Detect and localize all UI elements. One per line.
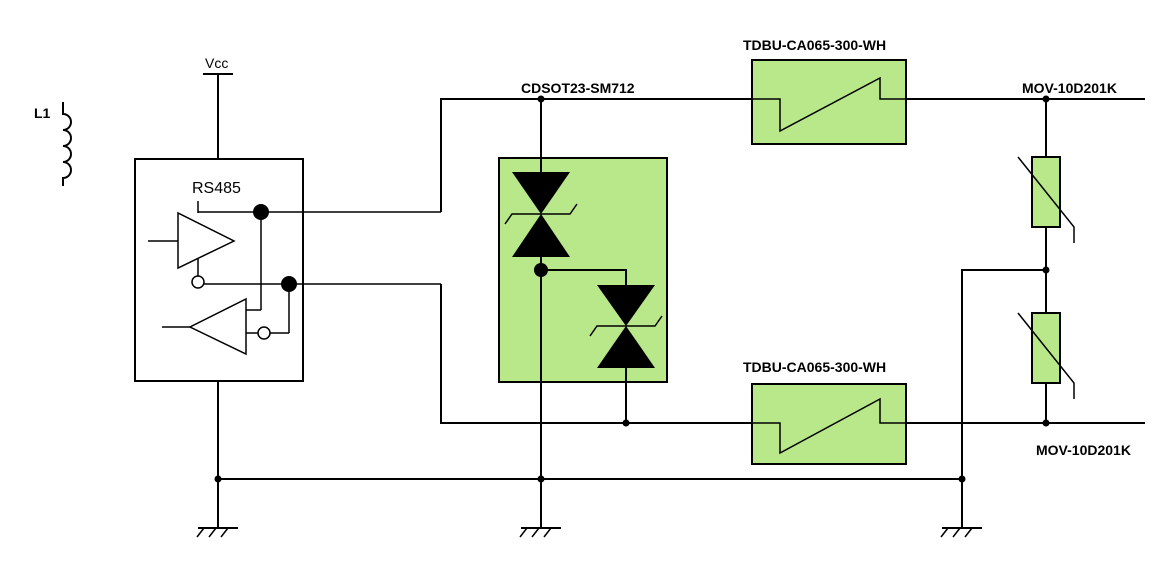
tvs-diode-lower xyxy=(597,326,655,368)
junction-dot xyxy=(1042,266,1050,274)
mov-top-label: MOV-10D201K xyxy=(1022,80,1117,96)
tbu-top-label: TDBU-CA065-300-WH xyxy=(743,37,886,53)
mov-bottom: MOV-10D201K xyxy=(1017,312,1131,458)
ground-symbol xyxy=(519,527,561,538)
inductor-l1: L1 xyxy=(34,102,72,186)
ground-bus xyxy=(214,381,966,528)
tvs-diode-lower xyxy=(597,285,655,326)
tbu-bottom: TDBU-CA065-300-WH xyxy=(743,359,907,465)
ground-symbol xyxy=(196,527,238,538)
mov-bottom-label: MOV-10D201K xyxy=(1036,442,1131,458)
junction-dot xyxy=(537,475,545,483)
tvs-diode-upper xyxy=(512,214,570,257)
junction-dot xyxy=(958,475,966,483)
tvs-diode-upper xyxy=(512,172,570,214)
transceiver-bus-wiring xyxy=(198,204,441,333)
mov-top: MOV-10D201K xyxy=(1017,80,1117,313)
receiver-inverting-input xyxy=(257,326,271,340)
tbu-top: TDBU-CA065-300-WH xyxy=(743,37,907,145)
vcc-supply: Vcc xyxy=(203,55,233,159)
junction-dot xyxy=(214,475,222,483)
tbu-bottom-label: TDBU-CA065-300-WH xyxy=(743,359,886,375)
signal-lines xyxy=(440,95,1145,427)
inductor-label: L1 xyxy=(34,105,51,121)
driver-inverting-output xyxy=(191,275,205,289)
tvs-array-label: CDSOT23-SM712 xyxy=(521,80,635,96)
mov-ground-link xyxy=(961,266,1050,528)
rs485-label: RS485 xyxy=(192,180,241,197)
junction-dot xyxy=(253,204,269,220)
ground-symbol xyxy=(940,527,982,538)
rs485-transceiver: RS485 xyxy=(134,158,304,382)
receiver-buffer xyxy=(188,297,247,356)
tvs-diode-array: CDSOT23-SM712 xyxy=(498,80,668,528)
vcc-label: Vcc xyxy=(205,55,228,71)
junction-dot xyxy=(281,276,297,292)
